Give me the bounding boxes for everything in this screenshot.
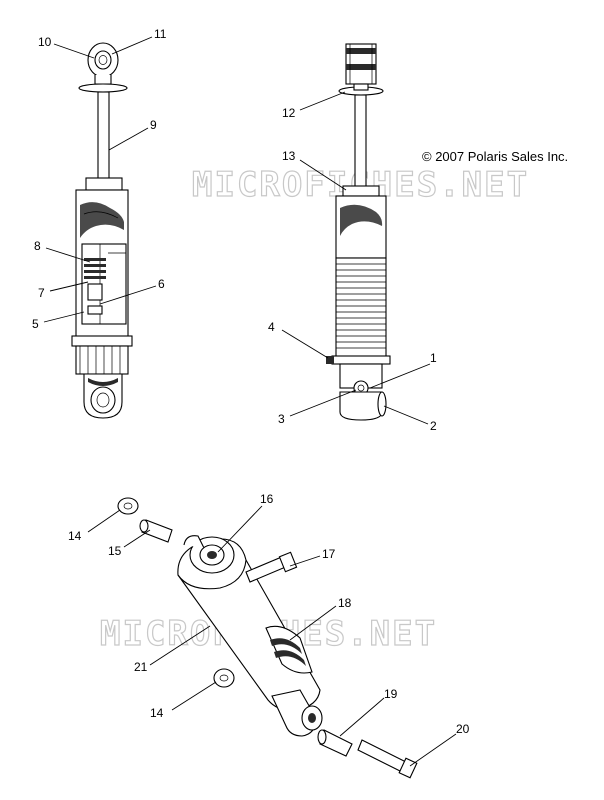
callout-labels: 10 11 9 8 7 6 5 12 13 4 1 3 2 16 14 15 1… (32, 27, 470, 736)
left-inner-spring (84, 258, 106, 315)
callout-14-bottom: 14 (150, 706, 164, 720)
callout-9: 9 (150, 118, 157, 132)
callout-20: 20 (456, 722, 470, 736)
callout-4: 4 (268, 320, 275, 334)
callout-15: 15 (108, 544, 122, 558)
callout-21: 21 (134, 660, 148, 674)
callout-14-top: 14 (68, 529, 82, 543)
callout-18: 18 (338, 596, 352, 610)
copyright-text: © 2007 Polaris Sales Inc. (422, 149, 568, 164)
callout-1: 1 (430, 351, 437, 365)
callout-7: 7 (38, 286, 45, 300)
callout-19: 19 (384, 687, 398, 701)
bottom-shock-drawing (117, 497, 418, 779)
left-shock-drawing (71, 42, 133, 419)
callout-10: 10 (38, 35, 52, 49)
callout-17: 17 (322, 547, 336, 561)
callout-16: 16 (260, 492, 274, 506)
callout-6: 6 (158, 277, 165, 291)
leader-lines (43, 36, 457, 767)
callout-3: 3 (278, 412, 285, 426)
callout-13: 13 (282, 149, 296, 163)
right-shock-drawing (326, 43, 391, 421)
callout-12: 12 (282, 106, 296, 120)
right-shock-ribs (335, 257, 387, 359)
callout-2: 2 (430, 419, 437, 433)
callout-5: 5 (32, 317, 39, 331)
callout-11: 11 (154, 27, 167, 41)
callout-8: 8 (34, 239, 41, 253)
